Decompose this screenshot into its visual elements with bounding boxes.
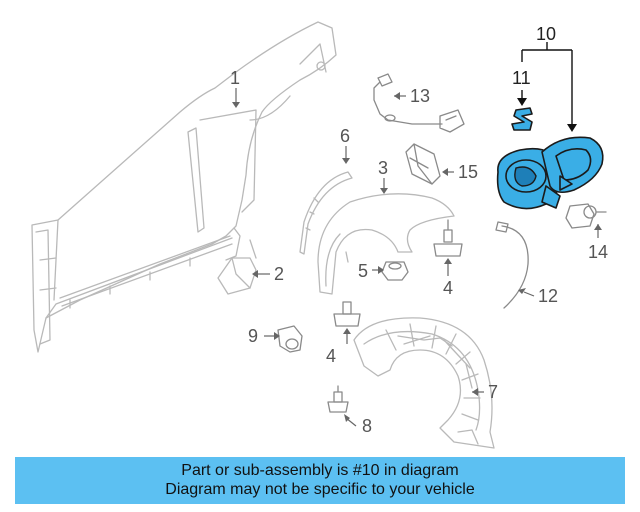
callout-11[interactable]: 11 — [512, 68, 531, 88]
fuel-door-spring-part[interactable] — [511, 107, 533, 131]
moulding-strip-part[interactable] — [299, 171, 353, 255]
leader-arrow-5 — [378, 266, 384, 274]
callout-14[interactable]: 14 — [588, 242, 608, 262]
info-banner: Part or sub-assembly is #10 in diagram D… — [15, 457, 625, 504]
banner-line-2: Diagram may not be specific to your vehi… — [165, 481, 475, 498]
leader-arrow-8 — [344, 414, 350, 422]
clip-part-lower[interactable] — [333, 301, 361, 327]
callout-5[interactable]: 5 — [358, 261, 368, 281]
leader-arrow-7 — [472, 388, 478, 396]
callout-12[interactable]: 12 — [538, 286, 558, 306]
leader-arrow-2 — [252, 270, 258, 278]
hose-part[interactable] — [495, 221, 529, 309]
assembly-bracket-10 — [517, 42, 577, 132]
leader-arrow-14 — [594, 224, 602, 230]
callout-1[interactable]: 1 — [230, 68, 240, 88]
callout-13[interactable]: 13 — [410, 86, 430, 106]
grommet-part[interactable] — [381, 261, 409, 281]
leader-arrow-12 — [518, 288, 526, 294]
callout-7[interactable]: 7 — [488, 382, 498, 402]
callout-4a[interactable]: 4 — [443, 278, 453, 298]
leader-arrow-6 — [342, 158, 350, 164]
banner-line-1: Part or sub-assembly is #10 in diagram — [181, 462, 459, 479]
leader-arrow-4b — [343, 328, 351, 334]
leader-arrow-1 — [232, 102, 240, 108]
bracket-part[interactable] — [217, 239, 257, 295]
leader-arrow-3 — [380, 188, 388, 194]
callout-3[interactable]: 3 — [378, 158, 388, 178]
body-side-panel[interactable] — [31, 21, 337, 353]
fuel-filler-door-assembly[interactable] — [496, 136, 604, 210]
connector-part[interactable] — [405, 143, 441, 185]
bolt-part[interactable] — [565, 203, 607, 229]
callout-15[interactable]: 15 — [458, 162, 478, 182]
callout-6[interactable]: 6 — [340, 126, 350, 146]
wiring-harness-part[interactable] — [373, 73, 465, 133]
callout-9[interactable]: 9 — [248, 326, 258, 346]
screw-part[interactable] — [327, 385, 349, 413]
callout-4b[interactable]: 4 — [326, 346, 336, 366]
leader-line-12 — [523, 291, 535, 297]
leader-arrow-4a — [444, 258, 452, 264]
leader-arrow-9 — [274, 332, 280, 340]
fender-part[interactable] — [317, 193, 455, 295]
wheelhouse-liner-part[interactable] — [353, 317, 495, 449]
callout-10[interactable]: 10 — [536, 24, 556, 44]
callout-2[interactable]: 2 — [274, 264, 284, 284]
leader-arrow-15 — [442, 168, 448, 176]
leader-arrow-13 — [394, 92, 400, 100]
clip-part-upper[interactable] — [433, 219, 463, 257]
callout-8[interactable]: 8 — [362, 416, 372, 436]
plug-part[interactable] — [277, 325, 303, 353]
